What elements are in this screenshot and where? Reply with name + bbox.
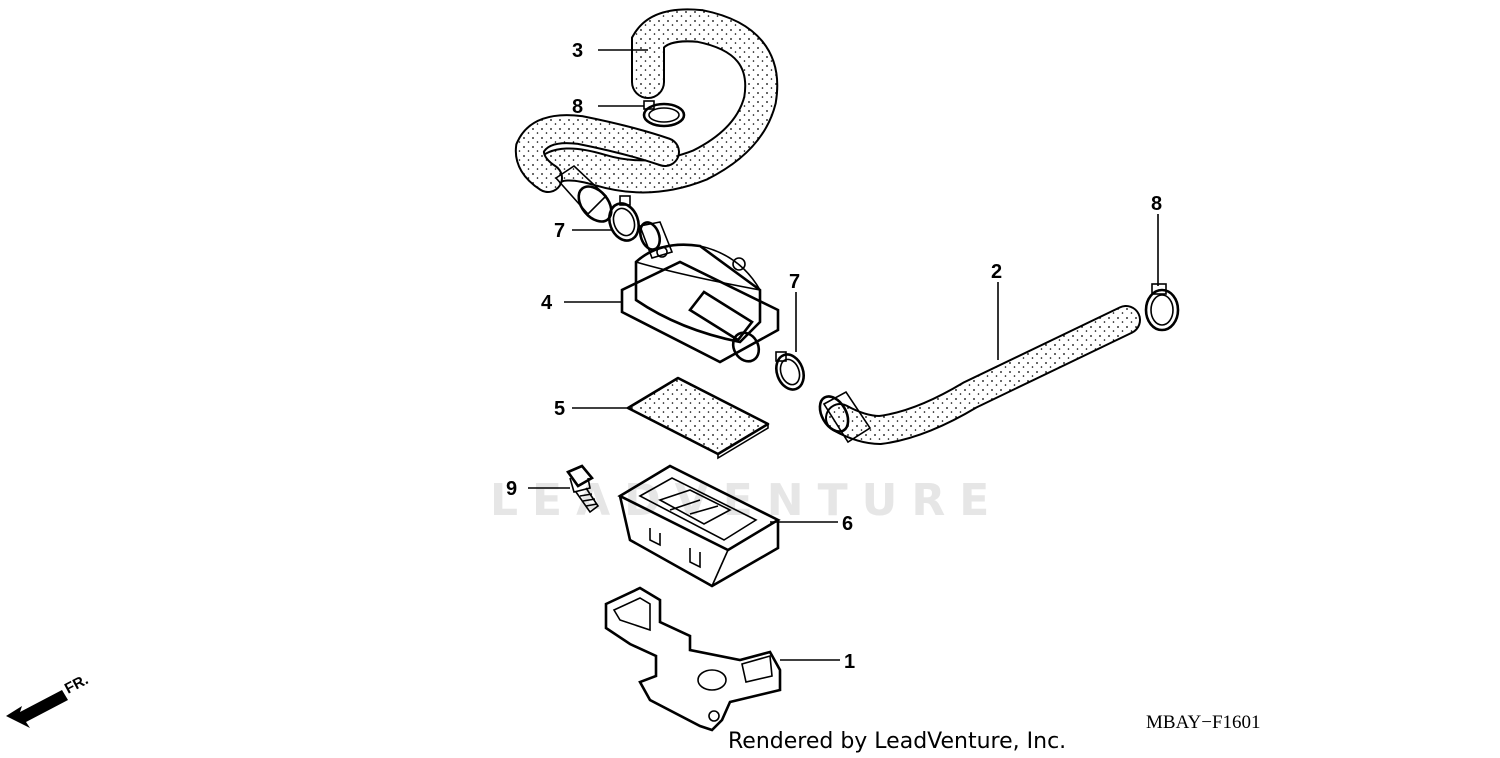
part-7a-clamp[interactable] bbox=[604, 195, 643, 245]
callout-6: 6 bbox=[842, 513, 853, 535]
callout-3: 3 bbox=[572, 40, 583, 62]
callout-8a: 8 bbox=[572, 96, 583, 118]
part-8a-clamp[interactable] bbox=[642, 100, 686, 128]
callout-2: 2 bbox=[991, 261, 1002, 283]
part-1-bracket[interactable] bbox=[604, 586, 782, 732]
part-7b-clamp[interactable] bbox=[772, 351, 809, 394]
front-direction-arrow-icon: FR. bbox=[6, 671, 91, 728]
direction-label: FR. bbox=[62, 671, 91, 697]
part-5-filter[interactable] bbox=[626, 376, 770, 460]
part-9-bolt[interactable] bbox=[566, 464, 600, 514]
callout-1: 1 bbox=[844, 651, 855, 673]
callout-7b: 7 bbox=[789, 271, 800, 293]
render-credit: Rendered by LeadVenture, Inc. bbox=[728, 729, 1066, 754]
callout-7a: 7 bbox=[554, 220, 565, 242]
callout-5: 5 bbox=[554, 398, 565, 420]
watermark-text: LEADVENTURE bbox=[490, 475, 1003, 526]
part-8b-clamp[interactable] bbox=[1144, 283, 1180, 332]
diagram-code: MBAY−F1601 bbox=[1146, 712, 1261, 733]
part-2-hose[interactable] bbox=[814, 305, 1141, 446]
part-4-valve[interactable] bbox=[620, 220, 780, 366]
callout-8b: 8 bbox=[1151, 193, 1162, 215]
part-3-hose[interactable] bbox=[514, 8, 779, 227]
part-6-case[interactable] bbox=[617, 464, 781, 588]
callout-4: 4 bbox=[541, 292, 553, 314]
leader-lines bbox=[528, 49, 1159, 661]
callout-9: 9 bbox=[506, 478, 517, 500]
